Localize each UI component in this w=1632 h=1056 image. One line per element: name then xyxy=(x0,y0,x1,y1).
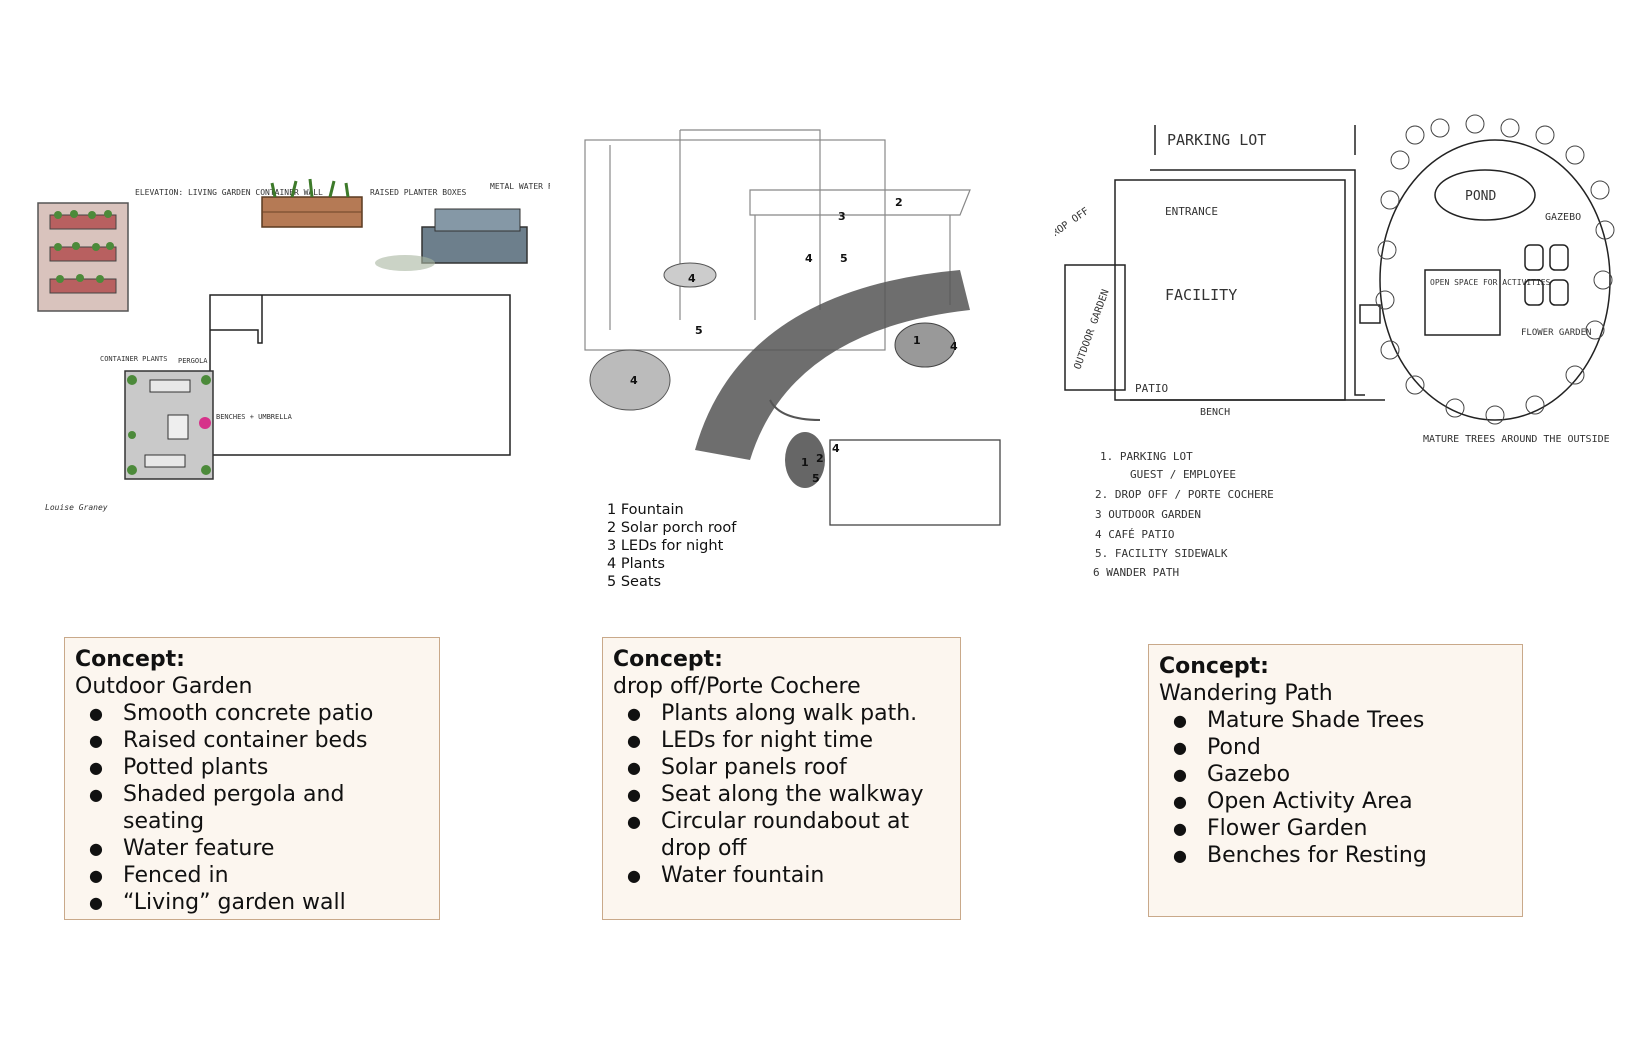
svg-text:1: 1 xyxy=(913,334,921,347)
label-raised-planters: RAISED PLANTER BOXES xyxy=(370,188,467,197)
list-item: Gazebo xyxy=(1159,761,1512,788)
list-item: Mature Shade Trees xyxy=(1159,707,1512,734)
list-item: Water fountain xyxy=(613,862,950,889)
site-legend-item: 2. DROP OFF / PORTE COCHERE xyxy=(1095,488,1274,501)
label-gazebo: GAZEBO xyxy=(1545,212,1581,223)
legend-item: 3 LEDs for night xyxy=(607,538,724,554)
svg-text:2: 2 xyxy=(895,196,903,209)
svg-text:5: 5 xyxy=(812,472,820,485)
list-item: LEDs for night time xyxy=(613,727,950,754)
list-item: Seat along the walkway xyxy=(613,781,950,808)
list-item: “Living” garden wall xyxy=(75,889,429,916)
list-item: Shaded pergola and seating xyxy=(75,781,429,835)
concept-box-porte-cochere: Concept: drop off/Porte Cochere Plants a… xyxy=(602,637,961,920)
legend-item: 2 Solar porch roof xyxy=(607,520,737,536)
site-legend-item: 6 WANDER PATH xyxy=(1093,566,1179,579)
list-item: Smooth concrete patio xyxy=(75,700,429,727)
list-item: Solar panels roof xyxy=(613,754,950,781)
site-plan-drawing: PARKING LOT ENTRANCE DROP OFF FACILITY O… xyxy=(1055,114,1615,579)
site-legend-item: 4 CAFÉ PATIO xyxy=(1095,528,1174,541)
svg-text:5: 5 xyxy=(695,324,703,337)
concept-heading: Concept: xyxy=(1159,654,1269,679)
concept-list: Smooth concrete patio Raised container b… xyxy=(75,700,429,916)
svg-text:2: 2 xyxy=(816,452,824,465)
concept-box-wandering-path: Concept: Wandering Path Mature Shade Tre… xyxy=(1148,644,1523,917)
list-item: Benches for Resting xyxy=(1159,842,1512,869)
label-water-feature: METAL WATER FEATURE xyxy=(490,182,550,191)
concept-heading: Concept: xyxy=(75,647,185,672)
sketch-outdoor-garden: ELEVATION: LIVING GARDEN CONTAINER WALL … xyxy=(30,175,550,545)
outdoor-garden-drawing: ELEVATION: LIVING GARDEN CONTAINER WALL … xyxy=(37,178,550,512)
concept-list: Mature Shade Trees Pond Gazebo Open Acti… xyxy=(1159,707,1512,869)
label-facility: FACILITY xyxy=(1165,286,1237,304)
label-container-plants: CONTAINER PLANTS xyxy=(100,355,167,363)
concept-box-outdoor-garden: Concept: Outdoor Garden Smooth concrete … xyxy=(64,637,440,920)
site-legend-item: 1. PARKING LOT xyxy=(1100,450,1193,463)
signature: Louise Graney xyxy=(45,503,108,512)
list-item: Flower Garden xyxy=(1159,815,1512,842)
list-item: Pond xyxy=(1159,734,1512,761)
svg-text:1: 1 xyxy=(801,456,809,469)
label-entrance: ENTRANCE xyxy=(1165,205,1218,218)
site-legend-item: 3 OUTDOOR GARDEN xyxy=(1095,508,1201,521)
legend-item: 4 Plants xyxy=(607,556,665,572)
concept-title: Wandering Path xyxy=(1159,681,1333,706)
label-patio: PATIO xyxy=(1135,382,1168,395)
label-living-wall: ELEVATION: LIVING GARDEN CONTAINER WALL xyxy=(135,188,323,197)
concept-heading: Concept: xyxy=(613,647,723,672)
label-pergola: PERGOLA xyxy=(178,357,208,365)
svg-text:4: 4 xyxy=(630,374,638,387)
svg-text:5: 5 xyxy=(840,252,848,265)
concept-title: Outdoor Garden xyxy=(75,674,253,699)
list-item: Plants along walk path. xyxy=(613,700,950,727)
list-item: Potted plants xyxy=(75,754,429,781)
label-outdoor-garden: OUTDOOR GARDEN xyxy=(1072,288,1111,371)
label-benches-umbrella: BENCHES + UMBRELLA xyxy=(216,413,293,421)
label-flower-garden: FLOWER GARDEN xyxy=(1521,328,1591,338)
svg-text:4: 4 xyxy=(950,340,958,353)
svg-text:4: 4 xyxy=(688,272,696,285)
sketch-wandering-path: PARKING LOT ENTRANCE DROP OFF FACILITY O… xyxy=(1055,110,1615,610)
label-open-space: OPEN SPACE FOR ACTIVITIES xyxy=(1430,278,1551,287)
label-pond: POND xyxy=(1465,189,1496,204)
legend-item: 1 Fountain xyxy=(607,502,684,518)
list-item: Fenced in xyxy=(75,862,429,889)
list-item: Circular roundabout at drop off xyxy=(613,808,950,862)
site-legend-item: 5. FACILITY SIDEWALK xyxy=(1095,547,1228,560)
label-mature-trees: MATURE TREES AROUND THE OUTSIDE xyxy=(1423,434,1610,445)
label-bench: BENCH xyxy=(1200,407,1230,418)
legend-item: 5 Seats xyxy=(607,574,662,590)
label-drop-off: DROP OFF xyxy=(1055,206,1091,243)
concept-title: drop off/Porte Cochere xyxy=(613,674,861,699)
porte-cochere-legend: 1 Fountain 2 Solar porch roof 3 LEDs for… xyxy=(607,501,736,591)
concept-list: Plants along walk path. LEDs for night t… xyxy=(613,700,950,889)
label-parking-lot: PARKING LOT xyxy=(1167,131,1266,149)
list-item: Open Activity Area xyxy=(1159,788,1512,815)
svg-text:3: 3 xyxy=(838,210,846,223)
site-legend-item: GUEST / EMPLOYEE xyxy=(1130,468,1236,481)
list-item: Water feature xyxy=(75,835,429,862)
list-item: Raised container beds xyxy=(75,727,429,754)
svg-text:4: 4 xyxy=(832,442,840,455)
svg-text:4: 4 xyxy=(805,252,813,265)
